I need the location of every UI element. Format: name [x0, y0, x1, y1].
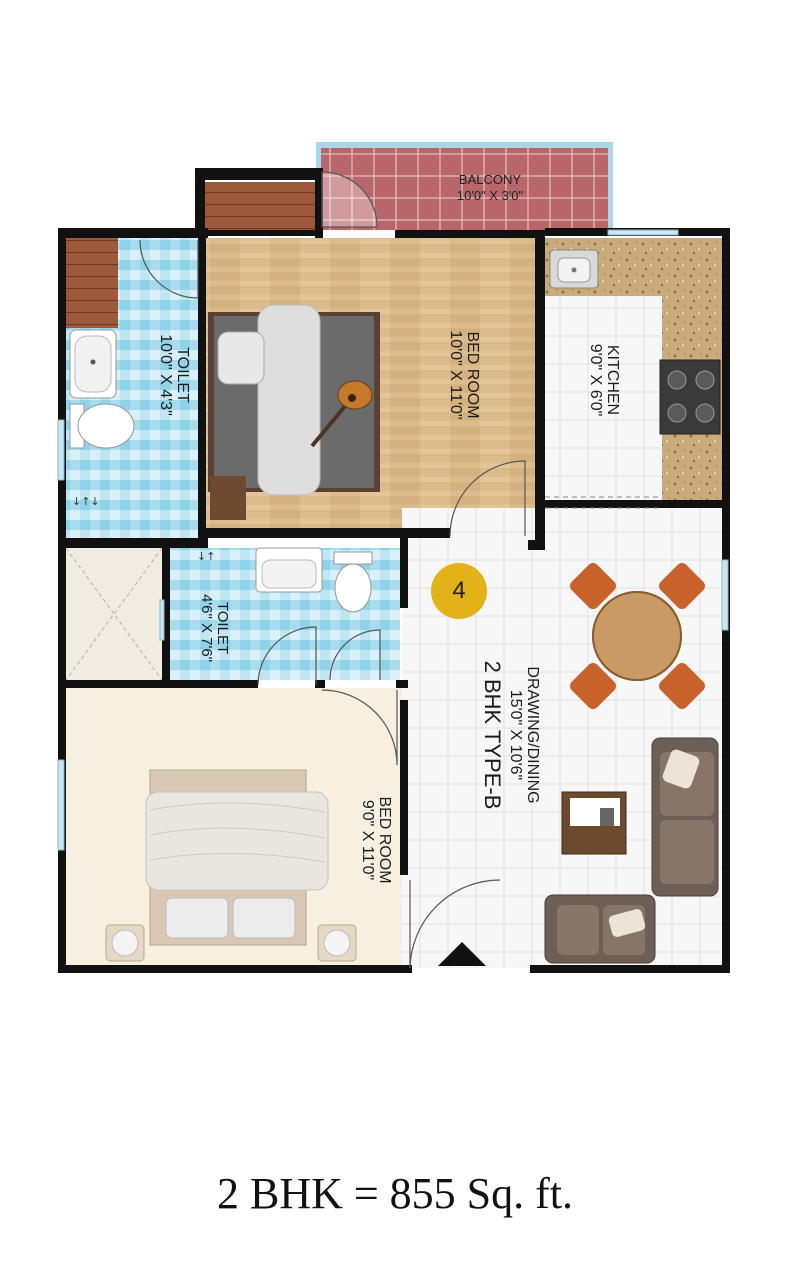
room-name: DRAWING/DINING	[524, 666, 541, 804]
windows	[57, 229, 729, 851]
unit-number-badge: 4	[431, 563, 487, 619]
utility-deck	[205, 182, 315, 236]
entrance-arrow-icon	[438, 942, 486, 966]
room-dim: 15'0" X 10'6"	[507, 689, 525, 781]
bedroom1-label: BED ROOM 10'0" X 11'0"	[440, 310, 481, 440]
room-dim: 9'0" X 11'0"	[359, 799, 377, 881]
dining-table-icon	[570, 563, 705, 709]
svg-text:↓↑: ↓↑	[197, 550, 215, 563]
room-name: KITCHEN	[604, 344, 621, 416]
door-swing-icon	[139, 171, 526, 969]
sofa-icon	[544, 894, 656, 964]
coffee-table-icon	[561, 791, 627, 855]
bedroom2-label: BED ROOM 9'0" X 11'0"	[352, 780, 393, 900]
room-dim: 10'0" X 3'0"	[456, 187, 524, 203]
svg-text:↓↑↓: ↓↑↓	[72, 495, 100, 508]
type-label: 2 BHK TYPE-B	[480, 660, 506, 810]
sink-icon	[549, 249, 599, 289]
bathtub-icon	[69, 329, 117, 399]
toilet2-label: TOILET 4'6" X 7'6"	[190, 578, 231, 678]
toilet1-label: TOILET 10'0" X 4'3"	[150, 315, 191, 435]
bed-icon	[208, 304, 380, 520]
room-name: BED ROOM	[376, 796, 393, 884]
stove-icon	[659, 359, 721, 435]
bed-icon	[105, 769, 357, 962]
wash-basin-icon	[255, 547, 323, 593]
sofa-icon	[651, 737, 719, 897]
room-name: TOILET	[214, 601, 231, 655]
room-dim: 10'0" X 4'3"	[157, 334, 175, 416]
toilet-icon	[69, 403, 135, 449]
toilet-icon	[333, 551, 373, 613]
room-name: TOILET	[174, 347, 191, 403]
area-caption: 2 BHK = 855 Sq. ft.	[216, 1169, 574, 1218]
balcony-floor	[318, 145, 611, 230]
toilet1-deck	[66, 238, 118, 328]
balcony-label: BALCONY 10'0" X 3'0"	[430, 172, 550, 203]
room-dim: 9'0" X 6'0"	[587, 343, 605, 417]
balcony-railing	[316, 142, 613, 148]
kitchen-label: KITCHEN 9'0" X 6'0"	[580, 325, 621, 435]
guitar-icon	[310, 380, 373, 448]
room-dim: 4'6" X 7'6"	[198, 593, 216, 663]
drawing-label: DRAWING/DINING 15'0" X 10'6" 2 BHK TYPE-…	[470, 625, 541, 845]
room-name: BED ROOM	[464, 331, 481, 419]
room-name: BALCONY	[458, 172, 522, 187]
room-dim: 10'0" X 11'0"	[447, 330, 465, 420]
